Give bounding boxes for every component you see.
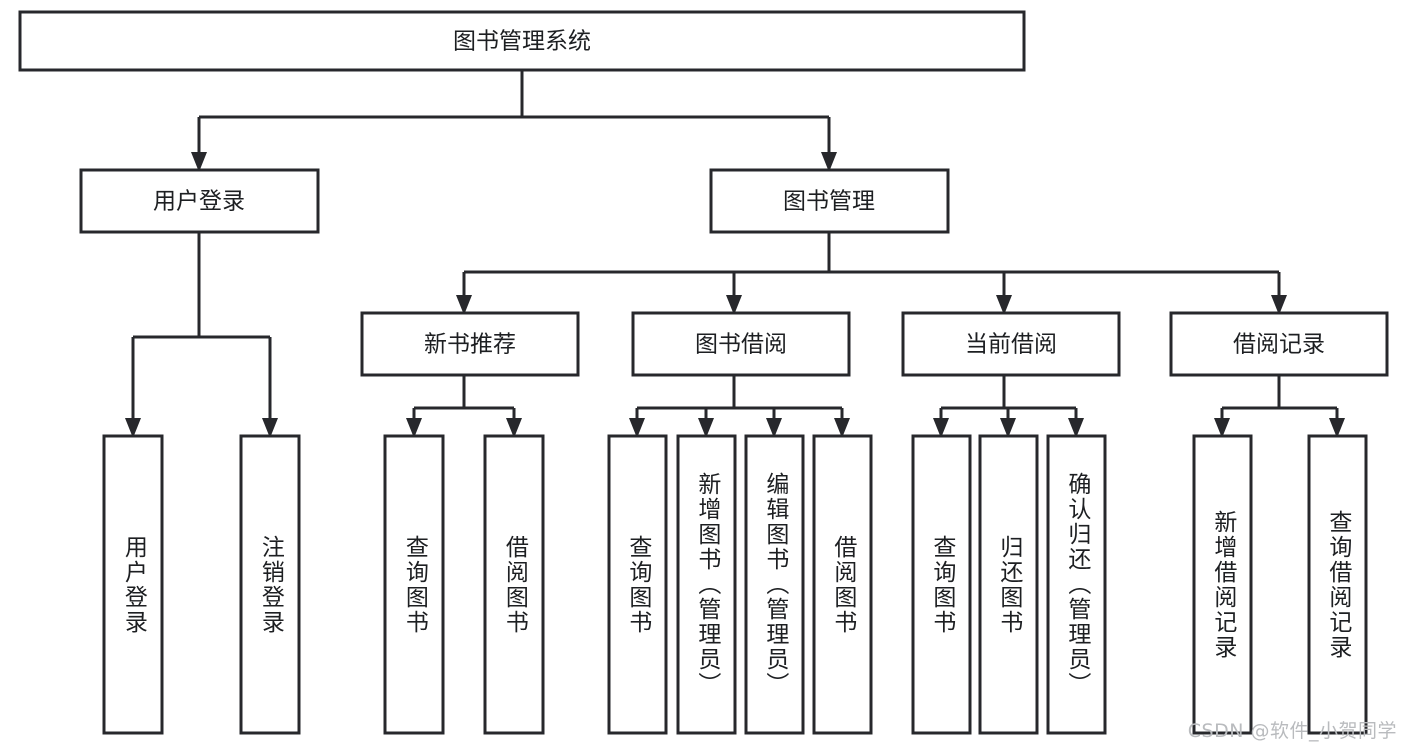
node-leaf-rec-borrow-book[interactable] — [483, 434, 545, 735]
node-leaf-borrow-query-book[interactable] — [607, 434, 668, 735]
node-leaf-cur-query-book[interactable] — [911, 434, 972, 735]
arrowhead-leaf-rec-borrow-book — [506, 418, 522, 438]
node-leaf-add-borrow-record[interactable] — [1192, 434, 1253, 735]
label-current-borrow: 当前借阅 — [965, 332, 1057, 358]
arrowhead-current-borrow — [996, 295, 1012, 315]
arrowhead-borrow-record — [1271, 295, 1287, 315]
node-borrow-record[interactable] — [1169, 311, 1389, 377]
arrowhead-book-manage — [821, 152, 837, 172]
node-leaf-edit-book-admin[interactable] — [744, 434, 805, 735]
arrowhead-leaf-add-book-admin — [698, 418, 714, 438]
arrowhead-leaf-query-borrow-record — [1329, 418, 1345, 438]
node-root[interactable] — [18, 10, 1026, 72]
label-borrow-record: 借阅记录 — [1233, 332, 1325, 358]
node-leaf-borrow-book[interactable] — [812, 434, 873, 735]
arrowhead-leaf-borrow-book — [834, 418, 850, 438]
arrowhead-leaf-add-borrow-record — [1214, 418, 1230, 438]
arrowhead-leaf-confirm-return-admin — [1068, 418, 1084, 438]
arrowhead-leaf-rec-query-book — [406, 418, 422, 438]
node-layer — [18, 10, 1389, 735]
horizontal-label-layer: 图书管理系统 用户登录 图书管理 新书推荐 图书借阅 当前借阅 借阅记录 — [153, 29, 1325, 358]
node-leaf-add-book-admin[interactable] — [676, 434, 737, 735]
arrowhead-layer — [125, 152, 1345, 438]
arrowhead-user-login — [191, 152, 207, 172]
arrowhead-leaf-edit-book-admin — [766, 418, 782, 438]
node-leaf-user-login[interactable] — [102, 434, 164, 735]
label-user-login: 用户登录 — [153, 189, 245, 215]
csdn-watermark: CSDN @软件_小贺同学 — [1187, 720, 1397, 742]
label-book-manage: 图书管理 — [783, 189, 875, 215]
label-root: 图书管理系统 — [453, 29, 591, 55]
node-book-manage[interactable] — [709, 168, 950, 234]
arrowhead-book-borrow — [726, 295, 742, 315]
arrowhead-leaf-return-book — [1000, 418, 1016, 438]
node-book-borrow[interactable] — [631, 311, 851, 377]
node-new-book-rec[interactable] — [360, 311, 580, 377]
arrowhead-leaf-user-logout — [262, 418, 278, 438]
node-leaf-return-book[interactable] — [978, 434, 1039, 735]
node-leaf-rec-query-book[interactable] — [383, 434, 445, 735]
arrowhead-leaf-user-login — [125, 418, 141, 438]
node-leaf-confirm-return-admin[interactable] — [1046, 434, 1107, 735]
label-book-borrow: 图书借阅 — [695, 332, 787, 358]
node-leaf-query-borrow-record[interactable] — [1307, 434, 1368, 735]
node-user-login[interactable] — [79, 168, 320, 234]
arrowhead-leaf-borrow-query-book — [629, 418, 645, 438]
node-current-borrow[interactable] — [901, 311, 1121, 377]
node-leaf-user-logout[interactable] — [239, 434, 301, 735]
arrowhead-new-book-rec — [456, 295, 472, 315]
label-new-book-rec: 新书推荐 — [424, 332, 516, 358]
arrowhead-leaf-cur-query-book — [933, 418, 949, 438]
